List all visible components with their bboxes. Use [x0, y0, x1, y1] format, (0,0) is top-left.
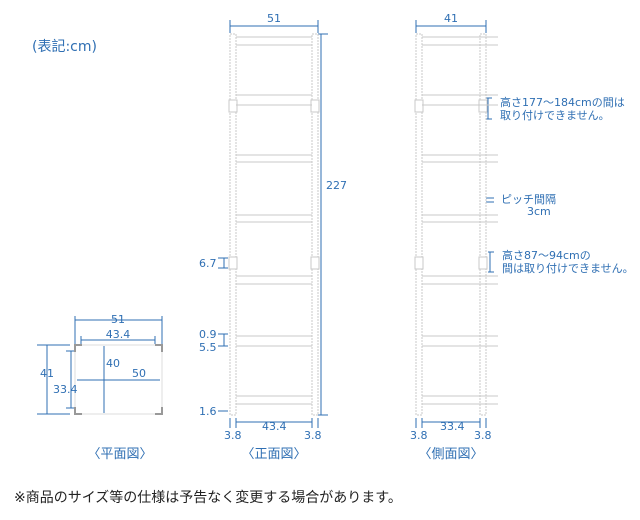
plan-width-inner: 43.4 — [106, 328, 131, 341]
side-caption: 〈側面図〉 — [418, 447, 483, 462]
front-gap1: 0.9 — [199, 328, 217, 341]
plan-center-width: 50 — [132, 367, 146, 380]
shelf-drawings — [74, 33, 499, 416]
front-bottom: 1.6 — [199, 405, 217, 418]
front-inner: 43.4 — [262, 420, 287, 433]
plan-caption: 〈平面図〉 — [87, 447, 152, 462]
front-caption: 〈正面図〉 — [241, 447, 306, 462]
front-width: 51 — [267, 12, 281, 25]
front-post-left: 3.8 — [224, 429, 242, 442]
side-note2-line1: 高さ87〜94cmの — [502, 248, 591, 262]
dimension-lines — [37, 20, 494, 428]
side-note1-line2: 取り付けできません。 — [500, 109, 610, 122]
side-width: 41 — [444, 12, 458, 25]
side-pitch-line1: ピッチ間隔 — [501, 193, 556, 206]
plan-width-outer: 51 — [111, 313, 125, 326]
side-inner: 33.4 — [440, 420, 465, 433]
unit-label: (表記:cm) — [32, 39, 97, 55]
front-height: 227 — [326, 179, 347, 192]
front-gap2: 5.5 — [199, 341, 217, 354]
side-post-left: 3.8 — [410, 429, 428, 442]
side-note2-line2: 間は取り付けできません。 — [502, 262, 634, 275]
front-post-right: 3.8 — [304, 429, 322, 442]
side-post-right: 3.8 — [474, 429, 492, 442]
side-note1-line1: 高さ177〜184cmの間は — [500, 95, 625, 109]
footnote: ※商品のサイズ等の仕様は予告なく変更する場合があります。 — [14, 490, 402, 506]
plan-center-depth: 40 — [106, 357, 120, 370]
front-connector: 6.7 — [199, 257, 217, 270]
plan-depth-inner: 33.4 — [53, 383, 78, 396]
plan-depth-outer: 41 — [40, 367, 54, 380]
side-pitch-line2: 3cm — [527, 205, 551, 218]
